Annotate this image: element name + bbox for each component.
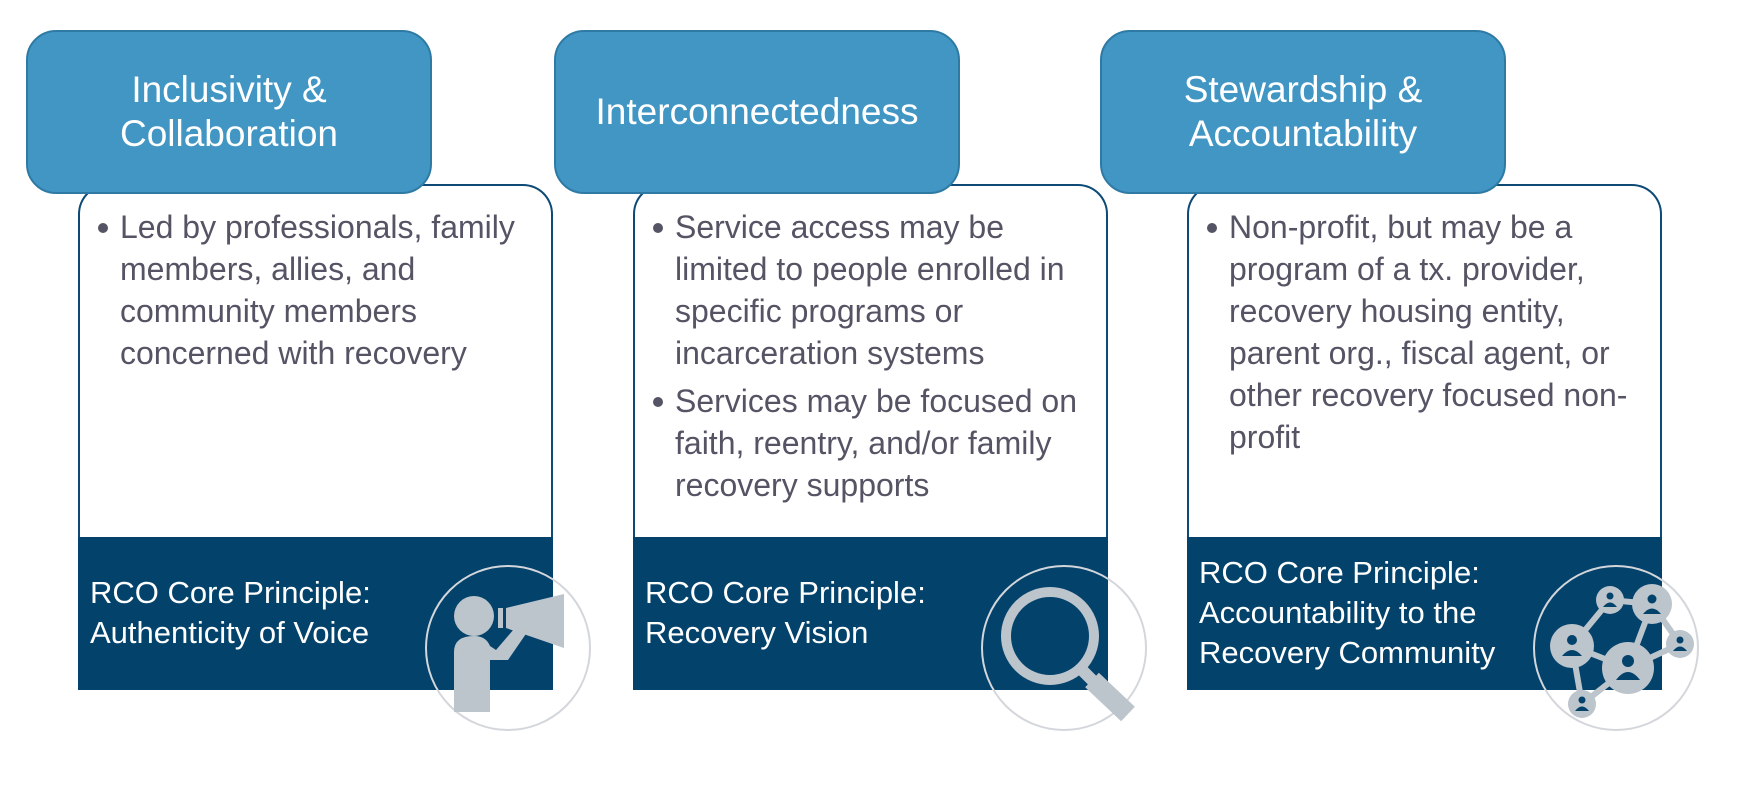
core-principle-footer: RCO Core Principle: Recovery Vision xyxy=(633,537,1108,690)
header-title-line1: Inclusivity & xyxy=(131,69,327,110)
header-title-line1: Stewardship & xyxy=(1183,69,1423,110)
column-inclusivity-collaboration: Inclusivity & Collaboration Led by profe… xyxy=(26,0,591,802)
bullet-list: Non-profit, but may be a program of a tx… xyxy=(1189,186,1660,458)
bullet-list: Led by professionals, family members, al… xyxy=(80,186,551,374)
footer-line2: Recovery Vision xyxy=(645,615,869,650)
bullet-dot-icon xyxy=(653,223,663,233)
bullet-text: Services may be focused on faith, reentr… xyxy=(675,383,1077,503)
column-stewardship-accountability: Stewardship & Accountability Non-profit,… xyxy=(1100,0,1699,802)
people-network-icon xyxy=(1532,564,1700,732)
bullet-text: Service access may be limited to people … xyxy=(675,209,1065,371)
header-title-line1: Interconnectedness xyxy=(595,91,919,132)
bullet-dot-icon xyxy=(653,397,663,407)
megaphone-person-icon xyxy=(424,564,592,732)
footer-line2: Accountability to the xyxy=(1199,595,1477,630)
footer-line2: Authenticity of Voice xyxy=(90,615,370,650)
column-interconnectedness: Interconnectedness Service access may be… xyxy=(554,0,1147,802)
footer-line1: RCO Core Principle: xyxy=(90,575,371,610)
bullet-item: Led by professionals, family members, al… xyxy=(96,206,537,374)
footer-line3: Recovery Community xyxy=(1199,635,1496,670)
header-inclusivity-collaboration: Inclusivity & Collaboration xyxy=(26,30,432,194)
bullet-text: Led by professionals, family members, al… xyxy=(120,209,515,371)
bullet-text: Non-profit, but may be a program of a tx… xyxy=(1229,209,1628,455)
bullet-dot-icon xyxy=(98,223,108,233)
bullet-dot-icon xyxy=(1207,223,1217,233)
magnifying-glass-icon xyxy=(980,564,1148,732)
header-stewardship-accountability: Stewardship & Accountability xyxy=(1100,30,1506,194)
bullet-item: Services may be focused on faith, reentr… xyxy=(651,380,1092,506)
bullet-item: Non-profit, but may be a program of a tx… xyxy=(1205,206,1646,458)
footer-line1: RCO Core Principle: xyxy=(645,575,926,610)
footer-line1: RCO Core Principle: xyxy=(1199,555,1480,590)
header-title-line2: Collaboration xyxy=(119,113,339,154)
bullet-item: Service access may be limited to people … xyxy=(651,206,1092,374)
header-title-line2: Accountability xyxy=(1188,113,1418,154)
bullet-list: Service access may be limited to people … xyxy=(635,186,1106,506)
header-interconnectedness: Interconnectedness xyxy=(554,30,960,194)
